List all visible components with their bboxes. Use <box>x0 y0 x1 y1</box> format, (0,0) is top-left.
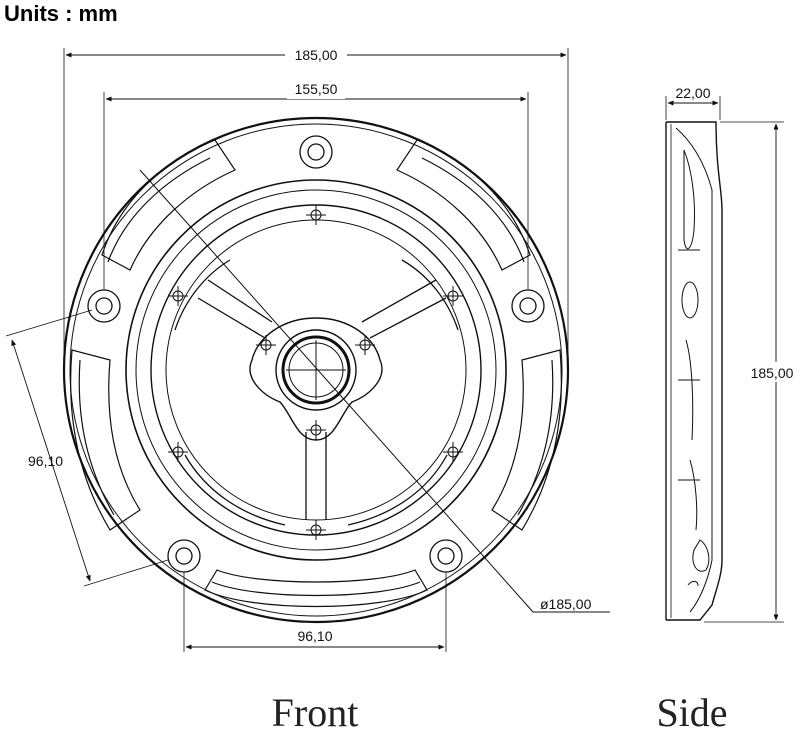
mount-hole-left <box>87 289 121 323</box>
mount-hole-top <box>299 135 333 169</box>
center-crosshair <box>286 340 346 400</box>
front-caption: Front <box>272 690 359 731</box>
inner-width-label: 155,50 <box>295 81 338 97</box>
dim-side-thickness: 22,00 <box>665 85 721 120</box>
hub-ring-inner <box>281 335 351 405</box>
dim-left-spacing: 96,10 <box>5 309 169 587</box>
spokes <box>174 259 459 526</box>
front-view: ø185,00 185,00 155,50 96,10 <box>5 45 610 731</box>
bolt-right-upper <box>443 286 463 306</box>
bolt-hub-right <box>355 335 375 355</box>
diameter-label: ø185,00 <box>540 596 592 612</box>
mount-hole-right <box>511 289 545 323</box>
main-ring-outer <box>125 179 507 561</box>
dim-inner-width: 155,50 <box>103 81 529 290</box>
bolt-left-upper <box>168 286 188 306</box>
main-ring-mid <box>135 189 497 551</box>
side-caption: Side <box>656 690 727 731</box>
left-spacing-label: 96,10 <box>28 453 63 469</box>
dim-bottom-spacing: 96,10 <box>183 572 447 652</box>
dim-side-height: 185,00 <box>704 121 800 623</box>
side-features <box>678 149 710 587</box>
dim-overall-width: 185,00 <box>63 45 569 370</box>
side-height-label: 185,00 <box>751 365 794 381</box>
diameter-leader <box>139 169 534 613</box>
hub-ring-outer <box>275 329 357 411</box>
side-profile <box>666 121 723 621</box>
bottom-spacing-label: 96,10 <box>297 628 332 644</box>
bolt-holes <box>168 205 463 540</box>
bolt-hub-left <box>256 335 276 355</box>
bolt-top <box>306 205 326 225</box>
mount-hole-bottom-right <box>429 539 463 573</box>
rim-cutouts <box>70 139 562 608</box>
side-view: 22,00 185,00 Side <box>656 85 800 731</box>
mount-hole-bottom-left <box>167 539 201 573</box>
overall-width-label: 185,00 <box>295 47 338 63</box>
side-inner-contour <box>675 127 713 613</box>
bolt-bottom <box>306 520 326 540</box>
units-label: Units : mm <box>4 1 118 26</box>
bolt-right-lower <box>443 442 463 462</box>
side-thickness-label: 22,00 <box>675 85 710 101</box>
bolt-left-lower <box>168 442 188 462</box>
bolt-hub-bottom <box>306 420 326 440</box>
